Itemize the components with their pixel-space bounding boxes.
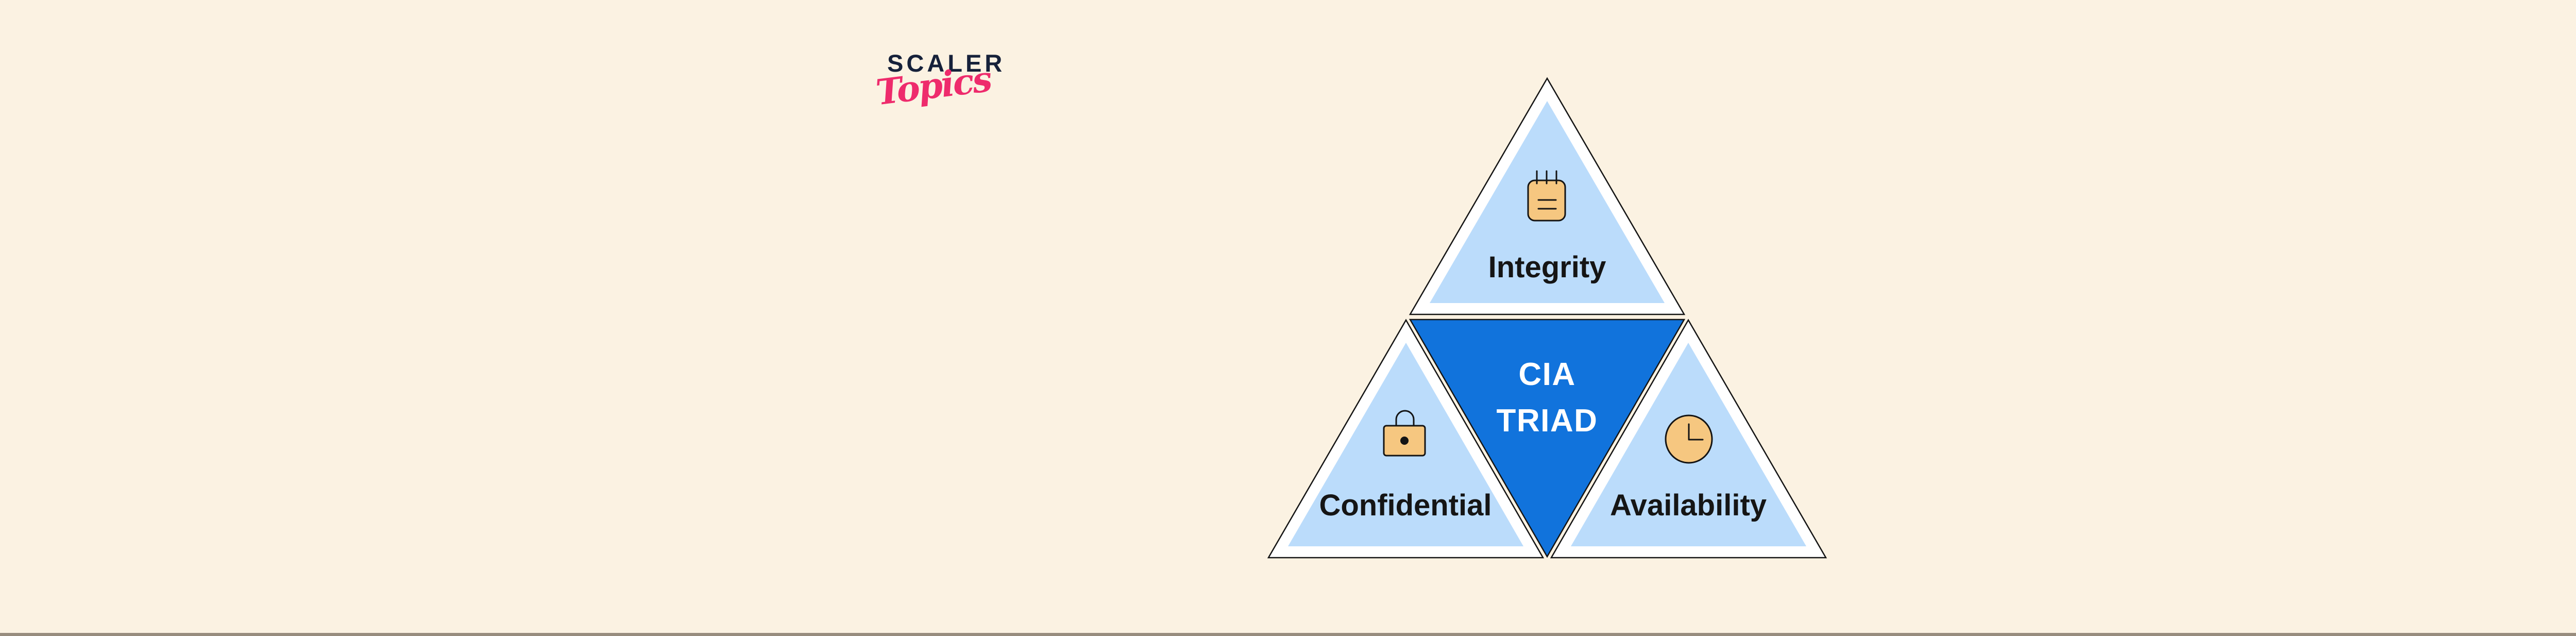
availability-label: Availability <box>1610 489 1767 522</box>
triangle-confidential: Confidential <box>1267 319 1545 559</box>
cia-triad-diagram: Integrity Confidential Availability <box>1267 77 1827 559</box>
triangle-availability: Availability <box>1550 319 1827 559</box>
lock-icon <box>1383 410 1426 457</box>
cia-title-line1: CIA <box>1518 357 1575 392</box>
triangle-cia-triad: CIA TRIAD <box>1409 319 1686 558</box>
triangle-integrity: Integrity <box>1409 77 1686 315</box>
cia-triad-center-triangle <box>1409 319 1686 558</box>
logo-wordmark-scaler: SCALER <box>887 49 1006 77</box>
notepad-icon <box>1527 170 1566 222</box>
integrity-label: Integrity <box>1488 250 1606 284</box>
cia-title-line2: TRIAD <box>1497 403 1598 439</box>
confidential-label: Confidential <box>1319 489 1492 522</box>
clock-icon <box>1665 414 1713 464</box>
scaler-topics-logo: SCALER Topics <box>874 49 1041 137</box>
bottom-edge-strip <box>0 633 2576 636</box>
